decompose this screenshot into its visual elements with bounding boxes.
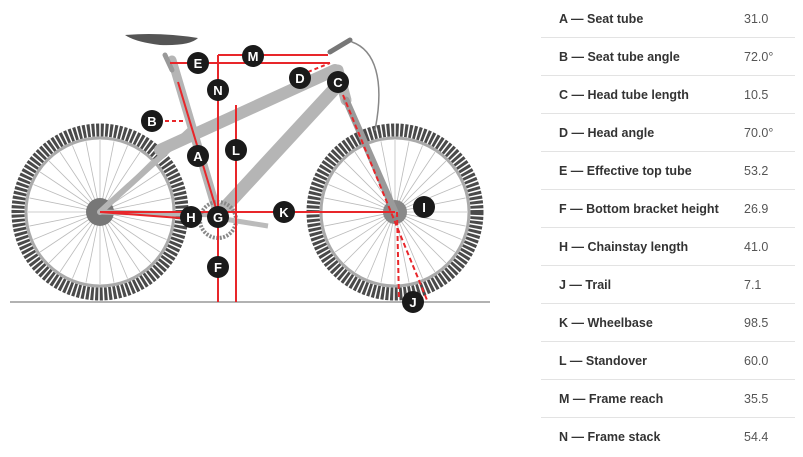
badge-letter: N <box>213 83 222 98</box>
geometry-value: 35.5 <box>744 391 769 406</box>
measurement-lines <box>99 54 428 302</box>
geometry-row: D — Head angle 70.0° <box>541 114 795 152</box>
geometry-label: J — Trail <box>559 277 612 292</box>
badge-letter: D <box>295 71 304 86</box>
badge-letter: L <box>232 143 240 158</box>
label-badge-i: I <box>413 196 435 218</box>
geometry-row: N — Frame stack 54.4 <box>541 418 795 455</box>
geometry-row: H — Chainstay length 41.0 <box>541 228 795 266</box>
geometry-value: 41.0 <box>744 239 769 254</box>
badge-letter: I <box>422 200 426 215</box>
geometry-label: M — Frame reach <box>559 391 664 406</box>
geometry-row: C — Head tube length 10.5 <box>541 76 795 114</box>
geometry-value: 70.0° <box>744 125 774 140</box>
label-badge-d: D <box>289 67 311 89</box>
rear-wheel <box>11 123 189 301</box>
badge-letter: H <box>186 210 195 225</box>
label-badge-m: M <box>242 45 264 67</box>
geometry-value: 54.4 <box>744 429 769 444</box>
geometry-value: 31.0 <box>744 11 769 26</box>
geometry-value: 10.5 <box>744 87 769 102</box>
geometry-value: 98.5 <box>744 315 769 330</box>
geometry-table: A — Seat tube 31.0 B — Seat tube angle 72.0… <box>541 0 795 455</box>
geometry-row: K — Wheelbase 98.5 <box>541 304 795 342</box>
label-badge-a: A <box>187 145 209 167</box>
badge-letter: F <box>214 260 222 275</box>
geometry-label: A — Seat tube <box>559 11 644 26</box>
label-badge-g: G <box>207 206 229 228</box>
geometry-row: F — Bottom bracket height 26.9 <box>541 190 795 228</box>
geometry-row: M — Frame reach 35.5 <box>541 380 795 418</box>
badge-letter: A <box>193 149 203 164</box>
geometry-row: J — Trail 7.1 <box>541 266 795 304</box>
badge-letter: B <box>147 114 156 129</box>
badge-letter: K <box>279 205 289 220</box>
geometry-label: B — Seat tube angle <box>559 49 680 64</box>
label-badge-f: F <box>207 256 229 278</box>
label-badge-l: L <box>225 139 247 161</box>
geometry-row: E — Effective top tube 53.2 <box>541 152 795 190</box>
label-badge-k: K <box>273 201 295 223</box>
geometry-label: E — Effective top tube <box>559 163 692 178</box>
geometry-value: 72.0° <box>744 49 774 64</box>
label-badge-n: N <box>207 79 229 101</box>
geometry-row: A — Seat tube 31.0 <box>541 0 795 38</box>
badge-letter: M <box>248 49 259 64</box>
geometry-label: N — Frame stack <box>559 429 661 444</box>
geometry-value: 26.9 <box>744 201 769 216</box>
label-badge-b: B <box>141 110 163 132</box>
geometry-label: K — Wheelbase <box>559 315 653 330</box>
geometry-value: 60.0 <box>744 353 769 368</box>
label-badge-h: H <box>180 206 202 228</box>
badge-letter: J <box>409 295 416 310</box>
geometry-label: H — Chainstay length <box>559 239 689 254</box>
bike-illustration: A B C D E F G H I J K L M N <box>10 34 490 313</box>
badge-letter: E <box>194 56 203 71</box>
label-badge-c: C <box>327 71 349 93</box>
geometry-row: B — Seat tube angle 72.0° <box>541 38 795 76</box>
label-badge-j: J <box>402 291 424 313</box>
geometry-label: D — Head angle <box>559 125 655 140</box>
label-badge-e: E <box>187 52 209 74</box>
geometry-value: 7.1 <box>744 277 762 292</box>
geometry-label: F — Bottom bracket height <box>559 201 719 216</box>
badge-letter: G <box>213 210 223 225</box>
geometry-row: L — Standover 60.0 <box>541 342 795 380</box>
saddle <box>125 34 198 46</box>
bike-geometry-diagram: A B C D E F G H I J K L M N <box>10 34 490 313</box>
badge-letter: C <box>333 75 343 90</box>
geometry-label: L — Standover <box>559 353 647 368</box>
geometry-value: 53.2 <box>744 163 769 178</box>
geometry-label: C — Head tube length <box>559 87 689 102</box>
